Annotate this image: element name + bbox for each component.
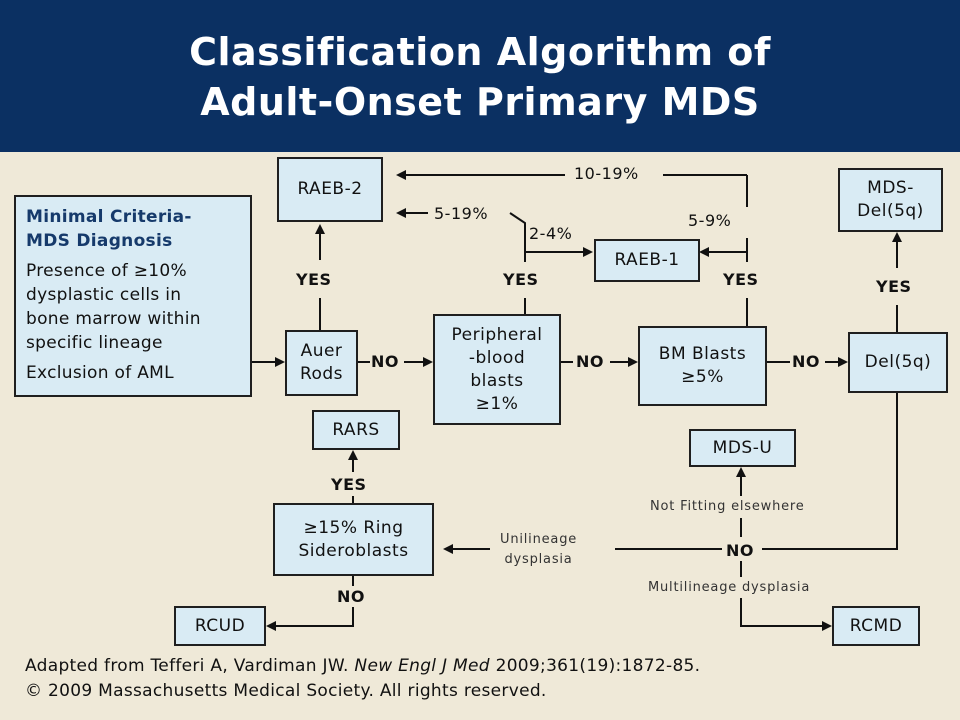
edge-ring-no-b xyxy=(266,607,354,631)
node-raeb-2: RAEB-2 xyxy=(277,157,383,222)
label-not-fitting: Not Fitting elsewhere xyxy=(650,499,805,514)
label-multilineage: Multilineage dysplasia xyxy=(648,580,811,595)
criteria-item-1-line-4: specific lineage xyxy=(26,333,163,353)
edge-del5q-no xyxy=(762,393,898,550)
minimal-criteria-box: Minimal Criteria- MDS Diagnosis Presence… xyxy=(14,195,252,397)
node-raeb-1-label: RAEB-1 xyxy=(614,250,680,270)
node-rcud-label: RCUD xyxy=(194,615,246,636)
citation-line-2: © 2009 Massachusetts Medical Society. Al… xyxy=(25,681,547,701)
label-no-peripheral: NO xyxy=(576,352,604,371)
node-rcmd-label: RCMD xyxy=(849,615,903,636)
node-peripheral-line-4: ≥1% xyxy=(475,393,519,414)
node-bm-blasts-line-2: ≥5% xyxy=(681,367,724,387)
node-rcud: RCUD xyxy=(174,606,266,646)
label-no-bm: NO xyxy=(792,352,820,371)
node-auer-rods-line-2: Rods xyxy=(299,364,344,384)
label-unilineage-line-2: dysplasia xyxy=(504,552,573,567)
criteria-item-1-line-3: bone marrow within xyxy=(26,309,201,329)
label-10-19-pct: 10-19% xyxy=(574,164,639,183)
criteria-item-1-line-1: Presence of ≥10% xyxy=(26,261,187,281)
node-rars: RARS xyxy=(312,410,400,450)
label-no-auer: NO xyxy=(371,352,399,371)
label-no-del5q: NO xyxy=(726,541,754,560)
citation-journal: New Engl J Med xyxy=(354,656,490,676)
node-rars-label: RARS xyxy=(332,419,380,440)
node-auer-rods: Auer Rods xyxy=(285,330,358,396)
criteria-heading-2: MDS Diagnosis xyxy=(26,231,173,251)
node-del5q: Del(5q) xyxy=(848,332,948,393)
title-line-2: Adult-Onset Primary MDS xyxy=(200,80,760,124)
node-peripheral-line-2: -blood xyxy=(468,347,526,368)
citation-authors: Adapted from Tefferi A, Vardiman JW. xyxy=(25,656,355,676)
citation-volume: 2009;361(19):1872-85. xyxy=(489,656,701,676)
label-yes-peripheral: YES xyxy=(503,270,539,289)
label-5-19-pct: 5-19% xyxy=(434,204,489,223)
label-yes-bm: YES xyxy=(723,270,759,289)
node-del5q-label: Del(5q) xyxy=(864,352,932,372)
node-raeb-2-label: RAEB-2 xyxy=(297,179,363,199)
label-yes-ring: YES xyxy=(331,475,367,494)
label-2-4-pct: 2-4% xyxy=(529,224,573,243)
label-5-9-pct: 5-9% xyxy=(688,211,732,230)
node-peripheral-line-1: Peripheral xyxy=(451,324,543,345)
node-ring-line-1: ≥15% Ring xyxy=(303,517,404,538)
edge-rcmd-b xyxy=(740,598,832,631)
node-mds-del5q-line-2: Del(5q) xyxy=(857,201,924,221)
node-peripheral-blood-blasts: Peripheral -blood blasts ≥1% xyxy=(433,314,561,425)
label-yes-del5q: YES xyxy=(876,277,912,296)
title-line-1: Classification Algorithm of xyxy=(189,30,771,74)
label-unilineage-line-1: Unilineage xyxy=(500,532,578,547)
criteria-item-2: Exclusion of AML xyxy=(26,363,174,383)
edge-5-19-to-raeb2 xyxy=(509,212,526,262)
node-mds-del5q: MDS- Del(5q) xyxy=(838,168,943,232)
node-ring-sideroblasts: ≥15% Ring Sideroblasts xyxy=(273,503,434,576)
title-banner: Classification Algorithm of Adult-Onset … xyxy=(0,0,960,152)
node-ring-line-2: Sideroblasts xyxy=(298,540,409,561)
label-unilineage: Unilineage dysplasia xyxy=(500,530,577,570)
node-auer-rods-line-1: Auer xyxy=(300,341,343,361)
label-yes-auer: YES xyxy=(296,270,332,289)
node-bm-blasts-line-1: BM Blasts xyxy=(658,344,747,364)
node-raeb-1: RAEB-1 xyxy=(594,239,700,282)
node-mds-del5q-line-1: MDS- xyxy=(867,178,914,198)
citation-line-1: Adapted from Tefferi A, Vardiman JW. New… xyxy=(25,654,700,679)
node-peripheral-line-3: blasts xyxy=(470,370,524,391)
node-rcmd: RCMD xyxy=(832,606,920,646)
node-bm-blasts: BM Blasts ≥5% xyxy=(638,326,767,406)
node-mds-u: MDS-U xyxy=(689,429,796,467)
criteria-heading-1: Minimal Criteria- xyxy=(26,207,192,227)
criteria-item-1-line-2: dysplastic cells in xyxy=(26,285,182,305)
node-mds-u-label: MDS-U xyxy=(712,437,773,458)
label-no-ring: NO xyxy=(337,587,365,606)
citation: Adapted from Tefferi A, Vardiman JW. New… xyxy=(25,654,700,704)
